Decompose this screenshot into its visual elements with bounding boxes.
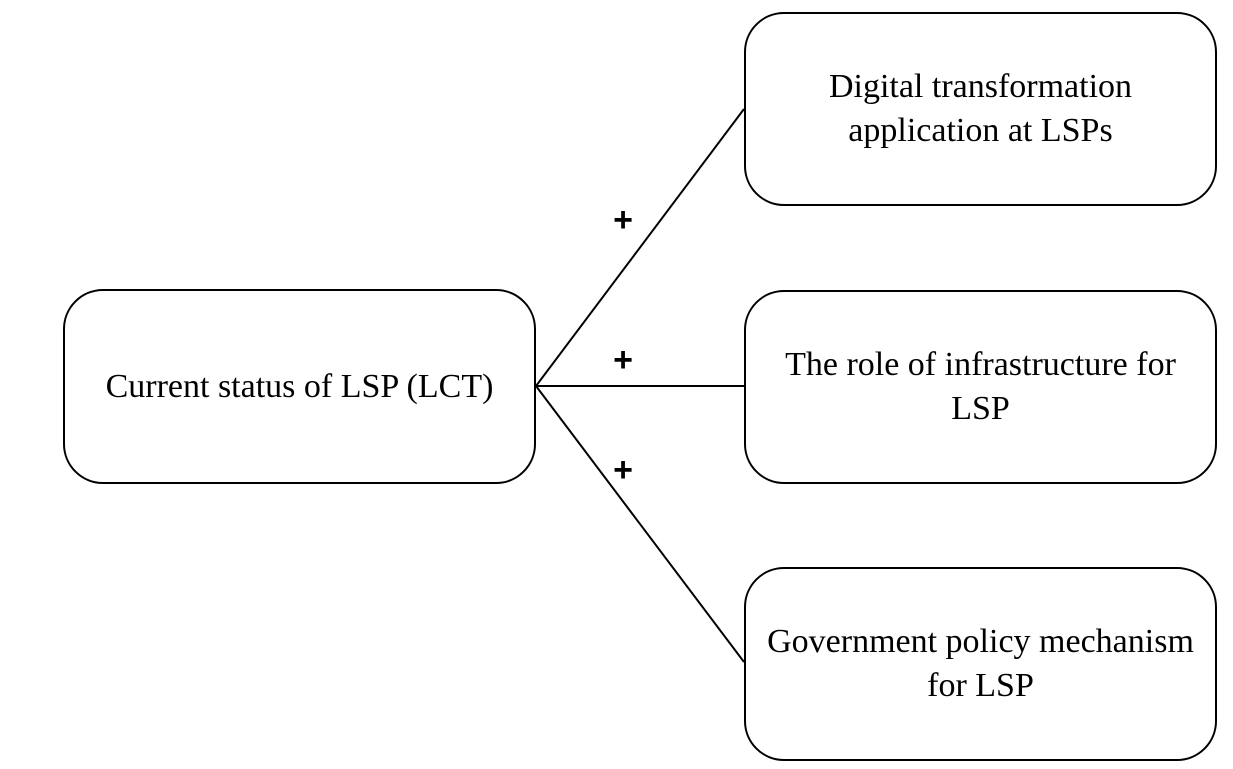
source-node-current-status: Current status of LSP (LCT)	[63, 289, 536, 484]
edge-to-digital-transformation	[535, 108, 745, 387]
plus-sign-infrastructure: +	[613, 341, 633, 379]
plus-sign-digital-transformation: +	[613, 201, 633, 239]
target-node-label: The role of infrastructure for LSP	[785, 346, 1176, 427]
source-node-label: Current status of LSP (LCT)	[105, 367, 494, 405]
target-node-digital-transformation: Digital transformation application at LS…	[744, 12, 1217, 206]
target-node-label: Government policy mechanism for LSP	[767, 623, 1194, 704]
target-node-government-policy: Government policy mechanism for LSP	[744, 567, 1217, 761]
edge-to-government-policy	[535, 385, 745, 663]
target-node-label: Digital transformation application at LS…	[828, 68, 1133, 149]
target-node-infrastructure: The role of infrastructure for LSP	[744, 290, 1217, 484]
plus-sign-government-policy: +	[613, 451, 633, 489]
